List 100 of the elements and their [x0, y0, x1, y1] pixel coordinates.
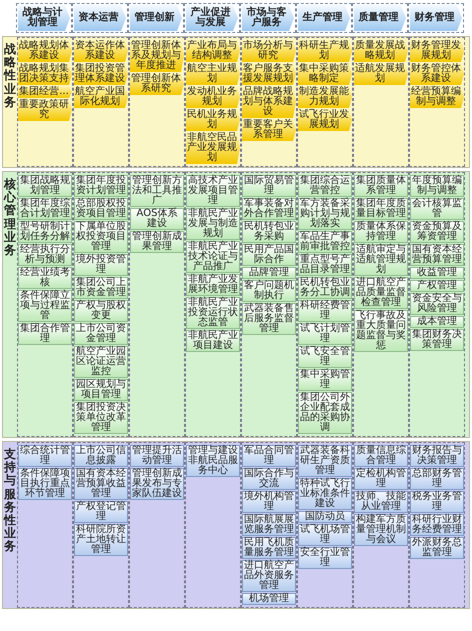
process-box: 国有资本经营预算收益管理 — [74, 468, 128, 500]
process-box: 民机业务规划 — [186, 109, 240, 131]
process-box: 飞行事故及重大质量问题监督与奖惩 — [354, 310, 408, 352]
process-box: 集团年度综合计划管理 — [18, 198, 72, 220]
process-box: 条件保障项目执行重点环节管理 — [18, 468, 72, 500]
row-band — [2, 36, 470, 168]
process-box: 民用飞机质量服务管理 — [242, 537, 296, 559]
column-header: 市场与客户服务 — [242, 5, 294, 31]
process-box: 国际合作与交流 — [242, 468, 296, 490]
process-box: 境外投资管理 — [74, 254, 128, 276]
process-box: 资金预算及筹资管理 — [410, 221, 464, 243]
process-box: 制造发展能力规划 — [298, 86, 352, 108]
process-box: 税务业务管理 — [410, 491, 464, 513]
process-box: 重要客户关系管理 — [242, 119, 296, 141]
process-box: 经营预算编制与调整 — [410, 86, 464, 108]
process-box: 集团质量体系管理 — [354, 175, 408, 197]
process-box: 产权登记管理 — [74, 501, 128, 523]
process-box: 会计核算监管 — [410, 198, 464, 220]
process-box: 构建军方质量管理机制与会议 — [354, 514, 408, 546]
row-band — [2, 441, 470, 609]
process-box: 武器装备科研生产资质管理 — [298, 445, 352, 477]
band-label: 支持与服务性业务 — [4, 448, 16, 554]
process-box: 经营执行分析与预测 — [18, 244, 72, 266]
process-box: 质量体系保持管理 — [354, 221, 408, 243]
process-box: 安全行业管理 — [298, 547, 352, 569]
process-box: 型号研制计划任务分解 — [18, 221, 72, 243]
process-box: 科研院所资产土地转让管理 — [74, 524, 128, 556]
process-box: 财务报告与决策管理 — [410, 445, 464, 467]
process-box: 资金安全与风险管理 — [410, 293, 464, 315]
process-box: 集团投资决策单位改革管理 — [74, 402, 128, 434]
process-box: 重要政策研究 — [18, 99, 72, 121]
process-box: 非航空民品产业发展规划 — [186, 132, 240, 164]
process-box: 进口航空产品质量监督检查管理 — [354, 277, 408, 309]
process-box: 民机转包业务采购 — [242, 221, 296, 243]
process-box: 军事装备对外合作管理 — [242, 198, 296, 220]
process-box: 外派财务总监管理 — [410, 537, 464, 559]
process-box: 发动机业务规划 — [186, 86, 240, 108]
process-box: 集团公司外企业配套成品的采购协调 — [298, 392, 352, 434]
process-box: 上市公司信息披露 — [74, 445, 128, 467]
process-box: 非航民产业投资运行状态监管 — [186, 297, 240, 329]
process-box: 重点型号产品目录管理 — [298, 254, 352, 276]
process-box: 适航审定与适航管理规划 — [354, 244, 408, 276]
process-box: 军品合同管理 — [242, 445, 296, 467]
process-box: 非航民产业项目建设 — [186, 330, 240, 352]
process-box: 管理与建设非航民品服务中心 — [186, 445, 240, 477]
process-box: 技师、技能从业管理 — [354, 491, 408, 513]
process-box: 集团投资管理体系建设 — [74, 63, 128, 85]
process-box: 战略规划体系建设 — [18, 40, 72, 62]
column-header: 管理创新 — [130, 5, 182, 31]
column-header: 战略与计划管理 — [18, 5, 70, 31]
process-box: 武器装备售后服务监督管理 — [242, 303, 296, 335]
process-box: 科研行业财务经费管理 — [410, 514, 464, 536]
process-box: 机场管理 — [242, 593, 296, 605]
process-box: 管理创新方法和工具推广 — [130, 175, 184, 207]
process-box: 品牌管理 — [242, 267, 296, 279]
process-box: 适航发展规划 — [354, 63, 408, 85]
process-box: 非航产业发展环境管理 — [186, 274, 240, 296]
process-box: 品牌战略规划与体系建设 — [242, 86, 296, 118]
process-box: 集团财务决策管理 — [410, 329, 464, 351]
process-box: 集团年度质量目标管理 — [354, 198, 408, 220]
process-box: 集中采购策略制定 — [298, 63, 352, 85]
process-box: 年度预算编制与调整 — [410, 175, 464, 197]
process-box: 特种试飞行业标准条件建设 — [298, 478, 352, 510]
process-box: 非航民产业发展与制造规划 — [186, 208, 240, 240]
process-box: 航空产业园区论证运营监控 — [74, 346, 128, 378]
column-header: 生产管理 — [298, 5, 350, 31]
process-box: 条件保障立项与过程监管 — [18, 290, 72, 322]
process-box: 园区规划与项目管理 — [74, 379, 128, 401]
process-box: 管理创新体系及规划与年度推进 — [130, 40, 184, 72]
process-box: 集团公司上市资金管理 — [74, 277, 128, 299]
process-box: 国有资本经营预算管理 — [410, 244, 464, 266]
process-box: 质量发展战略规划 — [354, 40, 408, 62]
process-box: 产权与股权变更 — [74, 300, 128, 322]
process-box: 集团经营... — [18, 86, 72, 98]
process-box: 财务管理发展规划 — [410, 40, 464, 62]
process-box: 经营业绩考核 — [18, 267, 72, 289]
process-box: 试飞安全管理 — [298, 346, 352, 368]
process-box: 试飞计划管理 — [298, 323, 352, 345]
process-box: 集团合作管理 — [18, 323, 72, 345]
process-box: 集团战略规划管理 — [18, 175, 72, 197]
process-box: AOS体系建设 — [130, 208, 184, 230]
process-box: 收益管理 — [410, 267, 464, 279]
column-header: 资本运营 — [74, 5, 126, 31]
process-box: 管理创新成果发布与专家队伍建设 — [130, 468, 184, 500]
process-box: 民用产品国际合作 — [242, 244, 296, 266]
process-box: 国防动员 — [298, 511, 352, 523]
process-box: 集团年度投资计划管理 — [74, 175, 128, 197]
band-label: 战略性业务 — [4, 43, 16, 109]
process-box: 客户问题机制执行 — [242, 280, 296, 302]
process-box: 市场分析与研究 — [242, 40, 296, 62]
process-box: 产权管理 — [410, 280, 464, 292]
process-box: 国际贸易管理 — [242, 175, 296, 197]
process-box: 军方装备采购计划与规划落实 — [298, 198, 352, 230]
process-box: 科研生产规划 — [298, 40, 352, 62]
process-box: 试飞行业发展规划 — [298, 109, 352, 131]
process-box: 总部股权投资项目管理 — [74, 198, 128, 220]
process-box: 航空产业国际化规划 — [74, 86, 128, 108]
column-header: 财务管理 — [410, 5, 462, 31]
process-box: 试飞机场管理 — [298, 524, 352, 546]
process-box: 财务管控体系建设 — [410, 63, 464, 85]
